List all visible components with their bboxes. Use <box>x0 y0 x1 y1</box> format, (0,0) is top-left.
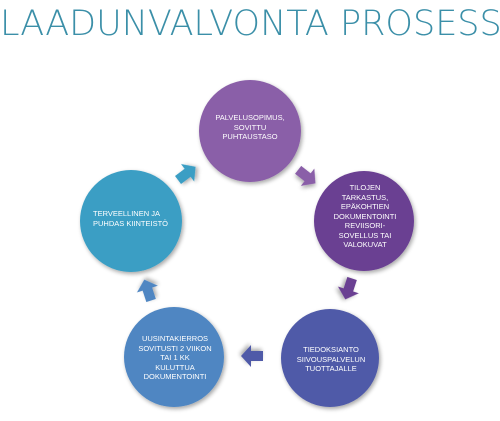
node-palvelusopimus <box>199 80 301 182</box>
node-uusintakierros <box>124 307 224 407</box>
node-tilojen-tarkastus <box>314 171 414 271</box>
arrow-3 <box>241 345 263 367</box>
arrow-1 <box>295 165 316 186</box>
label-uusintakierros: UUSINTAKIERROS SOVITUSTI 2 VIIKON TAI 1 … <box>138 334 212 381</box>
arrow-4 <box>136 279 158 303</box>
label-terveellinen: TERVEELLINEN JA PUHDAS KIINTEISTÖ <box>93 209 169 228</box>
node-tiedoksianto <box>281 309 379 407</box>
label-tilojen-tarkastus: TILOJEN TARKASTUS, EPÄKOHTIEN DOKUMENTOI… <box>333 183 397 249</box>
page-title: LAADUNVALVONTA PROSESSI <box>0 4 500 44</box>
arrow-2 <box>337 276 359 300</box>
node-terveellinen <box>80 170 182 272</box>
arrow-5 <box>175 164 196 185</box>
label-tiedoksianto: TIEDOKSIANTO SIIVOUSPALVELUN TUOTTAJALLE <box>296 345 366 373</box>
label-palvelusopimus: PALVELUSOPIMUS, SOVITTU PUHTAUSTASO <box>215 113 285 141</box>
